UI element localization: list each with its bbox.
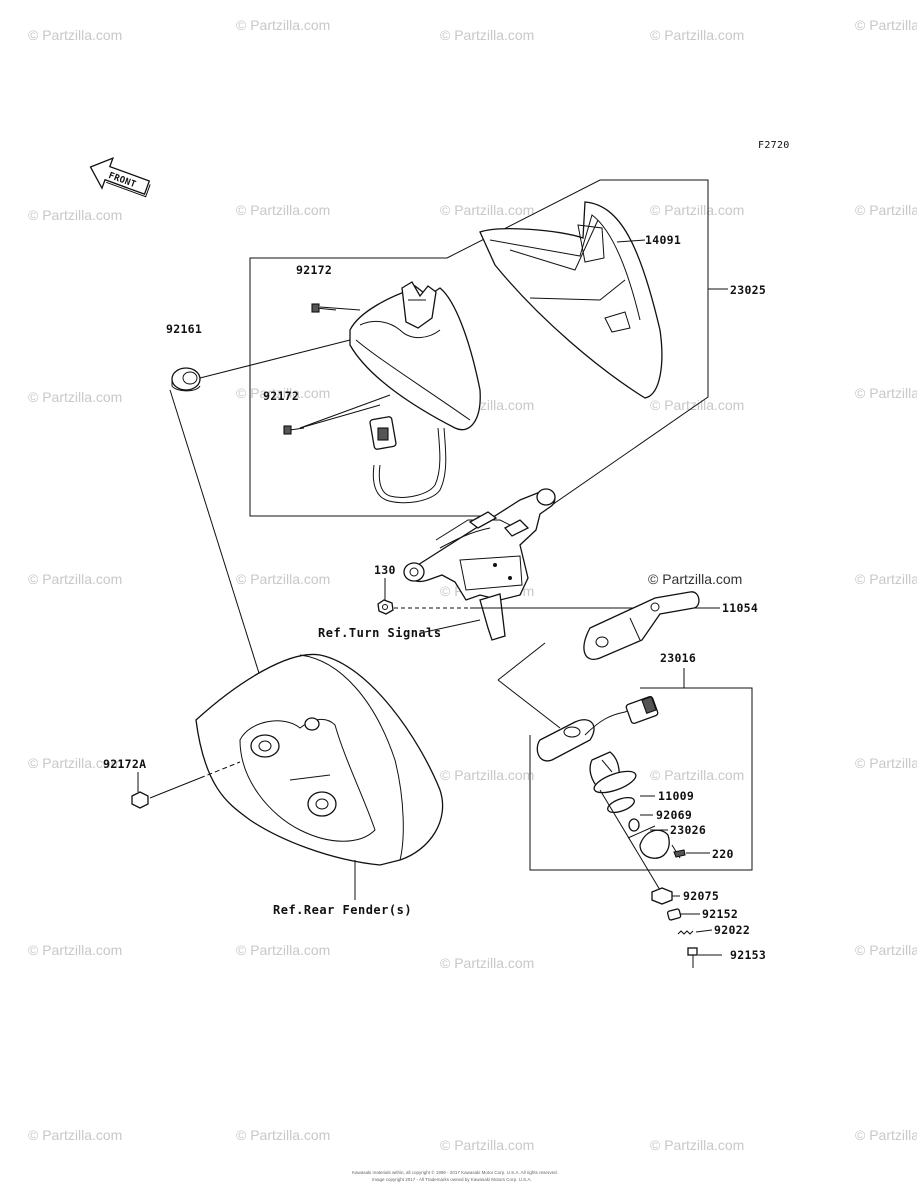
license-lamp bbox=[536, 696, 686, 859]
screw-92172-top bbox=[311, 303, 337, 313]
callout-92069: 92069 bbox=[656, 808, 692, 822]
watermark: © Partzilla.com bbox=[440, 1137, 534, 1153]
callout-92161: 92161 bbox=[166, 322, 202, 336]
watermark: © Partzilla.com bbox=[236, 942, 330, 958]
taillight-assembly-frame bbox=[249, 179, 709, 517]
watermark: © Partzilla.com bbox=[236, 1127, 330, 1143]
license-bracket bbox=[403, 488, 556, 641]
bracket-11054 bbox=[583, 591, 700, 660]
ref-turn-signals: Ref.Turn Signals bbox=[318, 626, 442, 640]
front-arrow-icon: FRONT bbox=[89, 157, 151, 198]
watermark: © Partzilla.com bbox=[28, 1127, 122, 1143]
watermark: © Partzilla.com bbox=[650, 1137, 744, 1153]
callout-92172-top: 92172 bbox=[296, 263, 332, 277]
watermark: © Partzilla.com bbox=[855, 942, 917, 958]
callout-92172-mid: 92172 bbox=[263, 389, 299, 403]
watermark: © Partzilla.com bbox=[440, 27, 534, 43]
spring-92022 bbox=[677, 930, 694, 935]
watermark: © Partzilla.com bbox=[236, 385, 330, 401]
watermark-grid: © Partzilla.com © Partzilla.com © Partzi… bbox=[28, 17, 917, 1153]
callout-220: 220 bbox=[712, 847, 734, 861]
rear-fender-ref bbox=[195, 653, 444, 866]
callout-11009: 11009 bbox=[658, 789, 694, 803]
figure-code: F2720 bbox=[758, 140, 790, 151]
nut-92172A bbox=[131, 791, 149, 809]
taillight-housing bbox=[283, 281, 481, 504]
leader-92161 bbox=[199, 339, 351, 379]
callout-92022: 92022 bbox=[714, 923, 750, 937]
callout-92153: 92153 bbox=[730, 948, 766, 962]
watermark: © Partzilla.com bbox=[650, 202, 744, 218]
watermark: © Partzilla.com bbox=[855, 755, 917, 771]
watermark: © Partzilla.com bbox=[236, 571, 330, 587]
watermark: © Partzilla.com bbox=[28, 389, 122, 405]
watermark: © Partzilla.com bbox=[855, 202, 917, 218]
watermark: © Partzilla.com bbox=[650, 767, 744, 783]
watermark: © Partzilla.com bbox=[28, 27, 122, 43]
watermark: © Partzilla.com bbox=[648, 571, 742, 587]
callout-14091: 14091 bbox=[645, 233, 681, 247]
watermark: © Partzilla.com bbox=[650, 27, 744, 43]
watermark: © Partzilla.com bbox=[236, 202, 330, 218]
callout-23025: 23025 bbox=[730, 283, 766, 297]
copyright-line1: Kawasaki materials within, all copyright… bbox=[352, 1169, 558, 1175]
watermark: © Partzilla.com bbox=[236, 17, 330, 33]
license-light-frame bbox=[529, 687, 753, 871]
watermark: © Partzilla.com bbox=[28, 942, 122, 958]
callout-23026: 23026 bbox=[670, 823, 706, 837]
screw-92172-mid bbox=[283, 425, 305, 435]
callout-92075: 92075 bbox=[683, 889, 719, 903]
callout-130: 130 bbox=[374, 563, 396, 577]
watermark: © Partzilla.com bbox=[440, 767, 534, 783]
nut-130 bbox=[377, 599, 394, 615]
grommet-92161 bbox=[171, 367, 201, 392]
collar-92152 bbox=[666, 908, 682, 921]
watermark: © Partzilla.com bbox=[28, 755, 122, 771]
ref-rear-fender: Ref.Rear Fender(s) bbox=[273, 903, 412, 917]
watermark: © Partzilla.com bbox=[28, 571, 122, 587]
watermark: © Partzilla.com bbox=[855, 571, 917, 587]
taillight-lens-cover bbox=[479, 201, 663, 399]
watermark: © Partzilla.com bbox=[440, 202, 534, 218]
watermark: © Partzilla.com bbox=[440, 955, 534, 971]
collar-92075 bbox=[651, 887, 673, 905]
bolt-92153 bbox=[687, 947, 698, 968]
watermark: © Partzilla.com bbox=[28, 207, 122, 223]
callout-92152: 92152 bbox=[702, 907, 738, 921]
watermark: © Partzilla.com bbox=[855, 17, 917, 33]
callout-92172A: 92172A bbox=[103, 757, 146, 771]
callout-23016: 23016 bbox=[660, 651, 696, 665]
watermark: © Partzilla.com bbox=[855, 385, 917, 401]
watermark: © Partzilla.com bbox=[855, 1127, 917, 1143]
copyright-line2: Image copyright 2017 - All Trademarks ow… bbox=[372, 1177, 532, 1182]
callout-11054: 11054 bbox=[722, 601, 758, 615]
